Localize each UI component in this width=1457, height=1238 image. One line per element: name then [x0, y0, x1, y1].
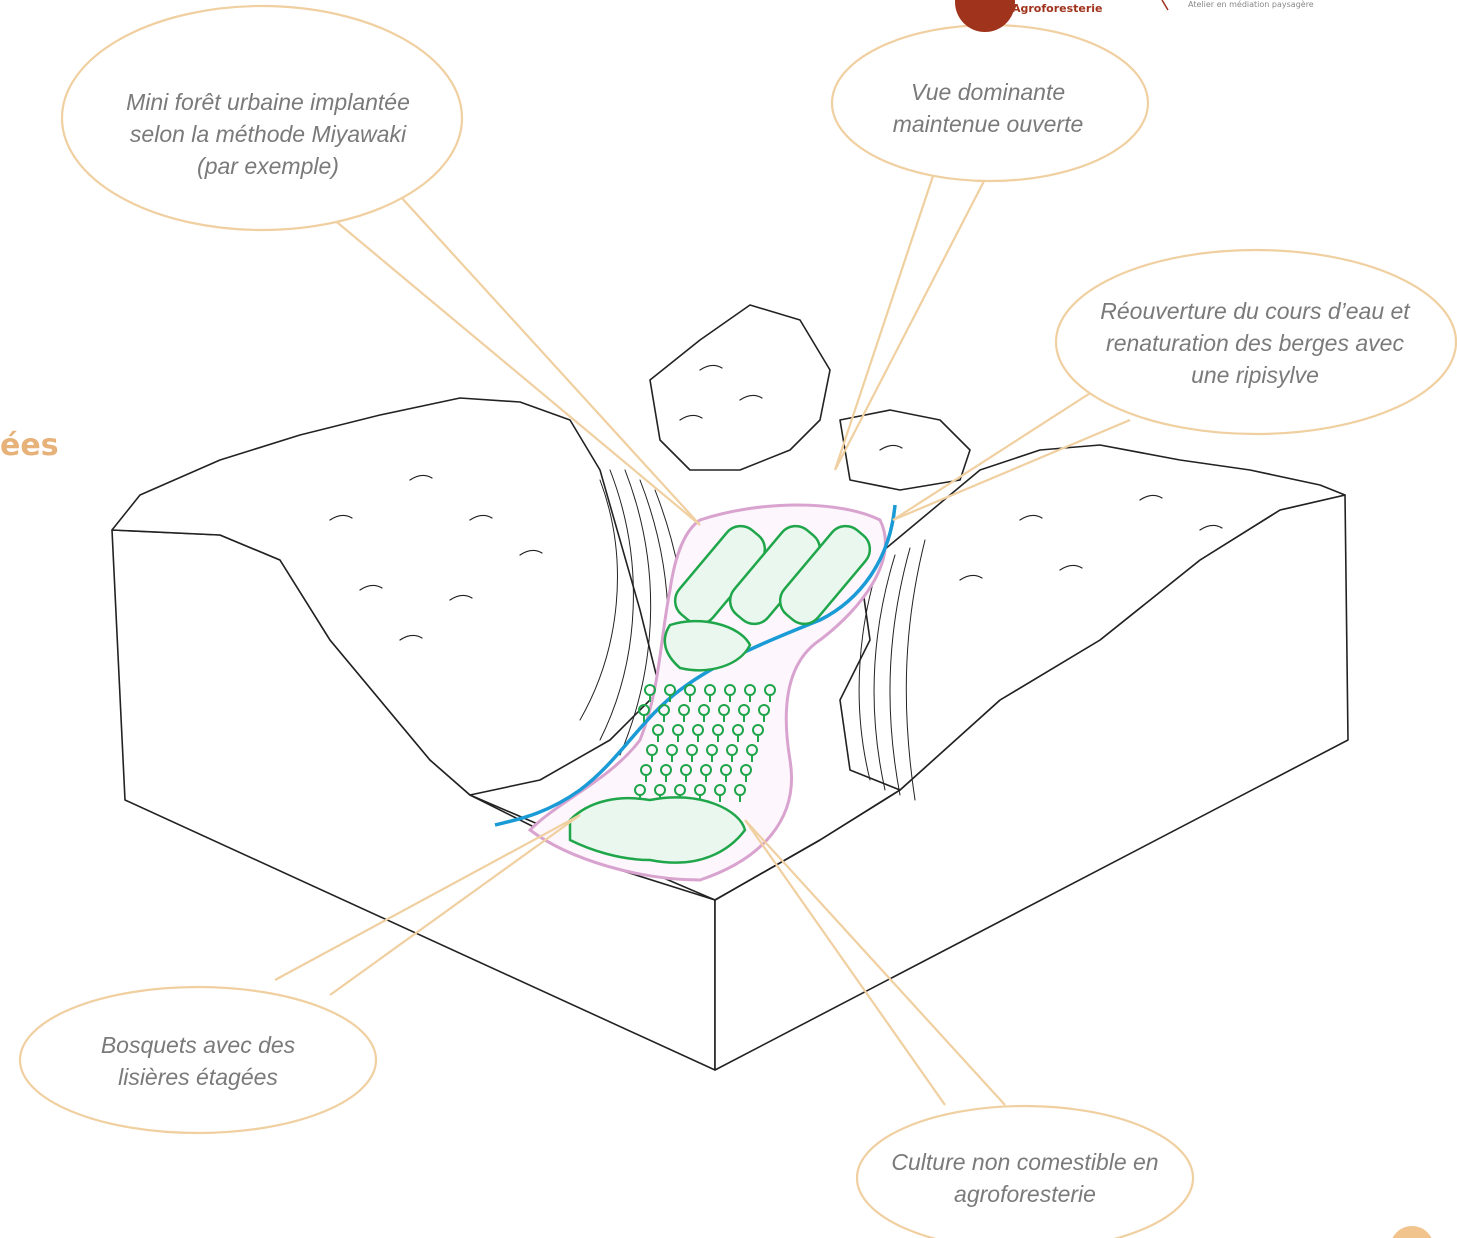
- hill-right: [839, 444, 1346, 791]
- orchard-tree: [658, 704, 670, 722]
- orchard-tree: [698, 704, 710, 722]
- orchard-tree: [724, 684, 736, 702]
- leader-cours-eau: [892, 389, 1131, 522]
- leader-culture: [744, 819, 1006, 1106]
- orchard-tree: [664, 684, 676, 702]
- slope-lines-left: [579, 469, 687, 781]
- orchard-tree: [714, 784, 726, 802]
- miyawaki-plot: [778, 524, 872, 626]
- orchard-tree: [666, 744, 678, 762]
- orchard-tree: [726, 744, 738, 762]
- orchard-tree: [718, 704, 730, 722]
- valley-floor-edge: [469, 789, 901, 901]
- orchard-tree: [678, 704, 690, 722]
- orchard-tree: [680, 764, 692, 782]
- logo-name: Agroforesterie: [1012, 2, 1103, 15]
- orchard-tree: [764, 684, 776, 702]
- bosquet-middle: [663, 619, 752, 672]
- hill-back-1: [649, 304, 831, 471]
- terrain-block: [111, 304, 1349, 1071]
- orchard-tree: [732, 724, 744, 742]
- orchard-tree: [746, 744, 758, 762]
- orchard-tree: [752, 724, 764, 742]
- leader-bosquets: [274, 814, 581, 996]
- orchard-tree: [704, 684, 716, 702]
- orchard-tree: [720, 764, 732, 782]
- bubble-cours-eau: [1054, 248, 1457, 436]
- slope-lines-right: [858, 539, 926, 801]
- callout-shapes: [18, 4, 1457, 1238]
- section-title-fragment: ées: [0, 428, 59, 463]
- bubble-bosquets: [18, 985, 378, 1135]
- bubble-miyawaki: [60, 4, 464, 232]
- river: [494, 504, 897, 827]
- orchard-tree: [740, 764, 752, 782]
- orchard-tree: [660, 764, 672, 782]
- orchard-tree: [692, 724, 704, 742]
- hill-left: [111, 397, 661, 796]
- hill-back-2: [839, 409, 971, 491]
- logo-subtitle: Atelier en médiation paysagère: [1188, 0, 1314, 9]
- leader-miyawaki: [319, 184, 701, 526]
- orchard-tree: [686, 744, 698, 762]
- orchard-tree: [758, 704, 770, 722]
- orchard-tree: [700, 764, 712, 782]
- orchard-tree: [672, 724, 684, 742]
- orchard-tree: [712, 724, 724, 742]
- hill-ticks: [329, 364, 1223, 641]
- orchard-tree: [640, 764, 652, 782]
- orchard-tree: [652, 724, 664, 742]
- bubble-culture: [855, 1104, 1195, 1238]
- orchard-tree: [644, 684, 656, 702]
- orchard-tree: [738, 704, 750, 722]
- bubble-vue: [830, 23, 1150, 183]
- miyawaki-forest-plots: [673, 524, 872, 626]
- logo-divider: [1161, 0, 1169, 11]
- orchard-tree: [706, 744, 718, 762]
- bosquet-lower: [568, 796, 747, 864]
- orchard-tree: [646, 744, 658, 762]
- orchard-tree: [744, 684, 756, 702]
- orchard-tree: [684, 684, 696, 702]
- orchard-tree: [734, 784, 746, 802]
- logo-emblem: [955, 0, 1015, 32]
- leader-vue: [833, 149, 1001, 471]
- agroforestry-orchard: [634, 684, 776, 802]
- corner-dot: [1392, 1226, 1432, 1238]
- orchard-tree: [638, 704, 650, 722]
